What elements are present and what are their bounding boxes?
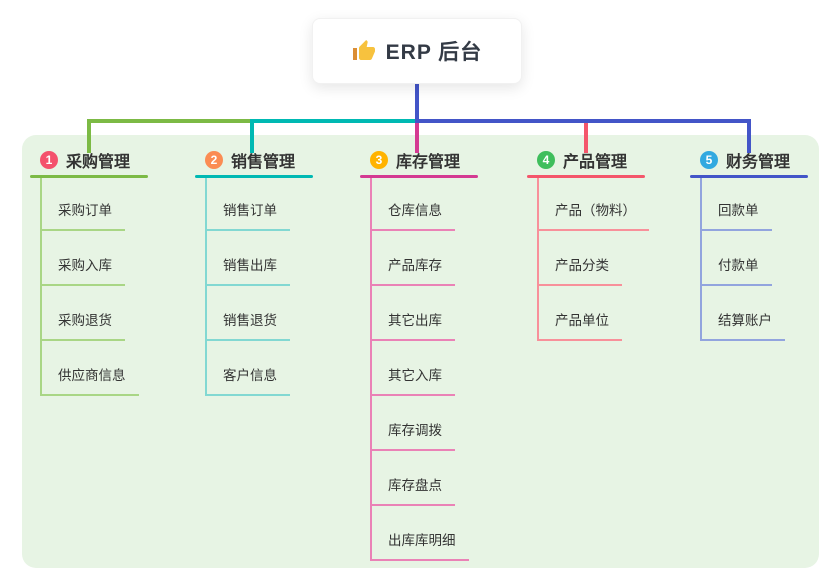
branch-product-management: 4 产品管理 产品（物料） 产品分类 产品单位 <box>527 148 649 341</box>
branch-label: 产品管理 <box>563 154 628 171</box>
branch-number-badge: 5 <box>700 151 718 169</box>
child-node[interactable]: 产品分类 <box>537 255 622 286</box>
connector-branch-drop <box>87 123 91 153</box>
connector-bus-segment <box>87 119 254 123</box>
branch-trunk-line <box>537 178 539 341</box>
branch-label: 财务管理 <box>726 154 791 171</box>
child-node[interactable]: 客户信息 <box>205 365 290 396</box>
branch-underline <box>195 175 313 178</box>
child-node[interactable]: 产品（物料） <box>537 200 649 231</box>
child-node[interactable]: 库存调拨 <box>370 420 455 451</box>
branch-header[interactable]: 1 采购管理 <box>30 148 130 172</box>
child-node[interactable]: 采购入库 <box>40 255 125 286</box>
child-node[interactable]: 其它出库 <box>370 310 455 341</box>
branch-trunk-line <box>40 178 42 396</box>
branch-header[interactable]: 2 销售管理 <box>195 148 295 172</box>
branch-trunk-line <box>700 178 702 341</box>
root-node[interactable]: ERP 后台 <box>312 18 522 84</box>
child-node[interactable]: 其它入库 <box>370 365 455 396</box>
child-node[interactable]: 采购退货 <box>40 310 125 341</box>
branch-underline <box>30 175 148 178</box>
child-node[interactable]: 产品库存 <box>370 255 455 286</box>
branch-underline <box>527 175 645 178</box>
connector-branch-drop <box>250 123 254 153</box>
branch-underline <box>360 175 478 178</box>
connector-root-stem <box>415 84 419 123</box>
branch-finance-management: 5 财务管理 回款单 付款单 结算账户 <box>690 148 808 341</box>
branch-number-badge: 1 <box>40 151 58 169</box>
child-node[interactable]: 销售出库 <box>205 255 290 286</box>
branch-header[interactable]: 4 产品管理 <box>527 148 627 172</box>
branch-trunk-line <box>205 178 207 396</box>
branch-number-badge: 2 <box>205 151 223 169</box>
child-node[interactable]: 付款单 <box>700 255 772 286</box>
child-node[interactable]: 仓库信息 <box>370 200 455 231</box>
child-node[interactable]: 结算账户 <box>700 310 785 341</box>
thumbs-up-icon <box>352 40 375 60</box>
connector-branch-drop <box>415 123 419 153</box>
branch-underline <box>690 175 808 178</box>
branch-label: 库存管理 <box>396 154 461 171</box>
child-node[interactable]: 销售退货 <box>205 310 290 341</box>
child-node[interactable]: 库存盘点 <box>370 475 455 506</box>
branch-sales-management: 2 销售管理 销售订单 销售出库 销售退货 客户信息 <box>195 148 313 396</box>
branch-number-badge: 3 <box>370 151 388 169</box>
child-node[interactable]: 销售订单 <box>205 200 290 231</box>
branch-header[interactable]: 3 库存管理 <box>360 148 460 172</box>
branch-number-badge: 4 <box>537 151 555 169</box>
branch-label: 销售管理 <box>231 154 296 171</box>
branch-purchase-management: 1 采购管理 采购订单 采购入库 采购退货 供应商信息 <box>30 148 148 396</box>
child-node[interactable]: 产品单位 <box>537 310 622 341</box>
map-background-panel <box>22 135 819 568</box>
connector-branch-drop <box>747 123 751 153</box>
root-node-label: ERP 后台 <box>385 41 483 64</box>
child-node[interactable]: 出库库明细 <box>370 530 469 561</box>
branch-trunk-line <box>370 178 372 561</box>
child-node[interactable]: 供应商信息 <box>40 365 139 396</box>
branch-label: 采购管理 <box>66 154 131 171</box>
connector-bus-segment <box>250 119 419 123</box>
child-node[interactable]: 采购订单 <box>40 200 125 231</box>
branch-inventory-management: 3 库存管理 仓库信息 产品库存 其它出库 其它入库 库存调拨 库存盘点 出库库… <box>360 148 478 561</box>
child-node[interactable]: 回款单 <box>700 200 772 231</box>
branch-header[interactable]: 5 财务管理 <box>690 148 790 172</box>
connector-branch-drop <box>584 123 588 153</box>
connector-bus-segment <box>415 119 751 123</box>
